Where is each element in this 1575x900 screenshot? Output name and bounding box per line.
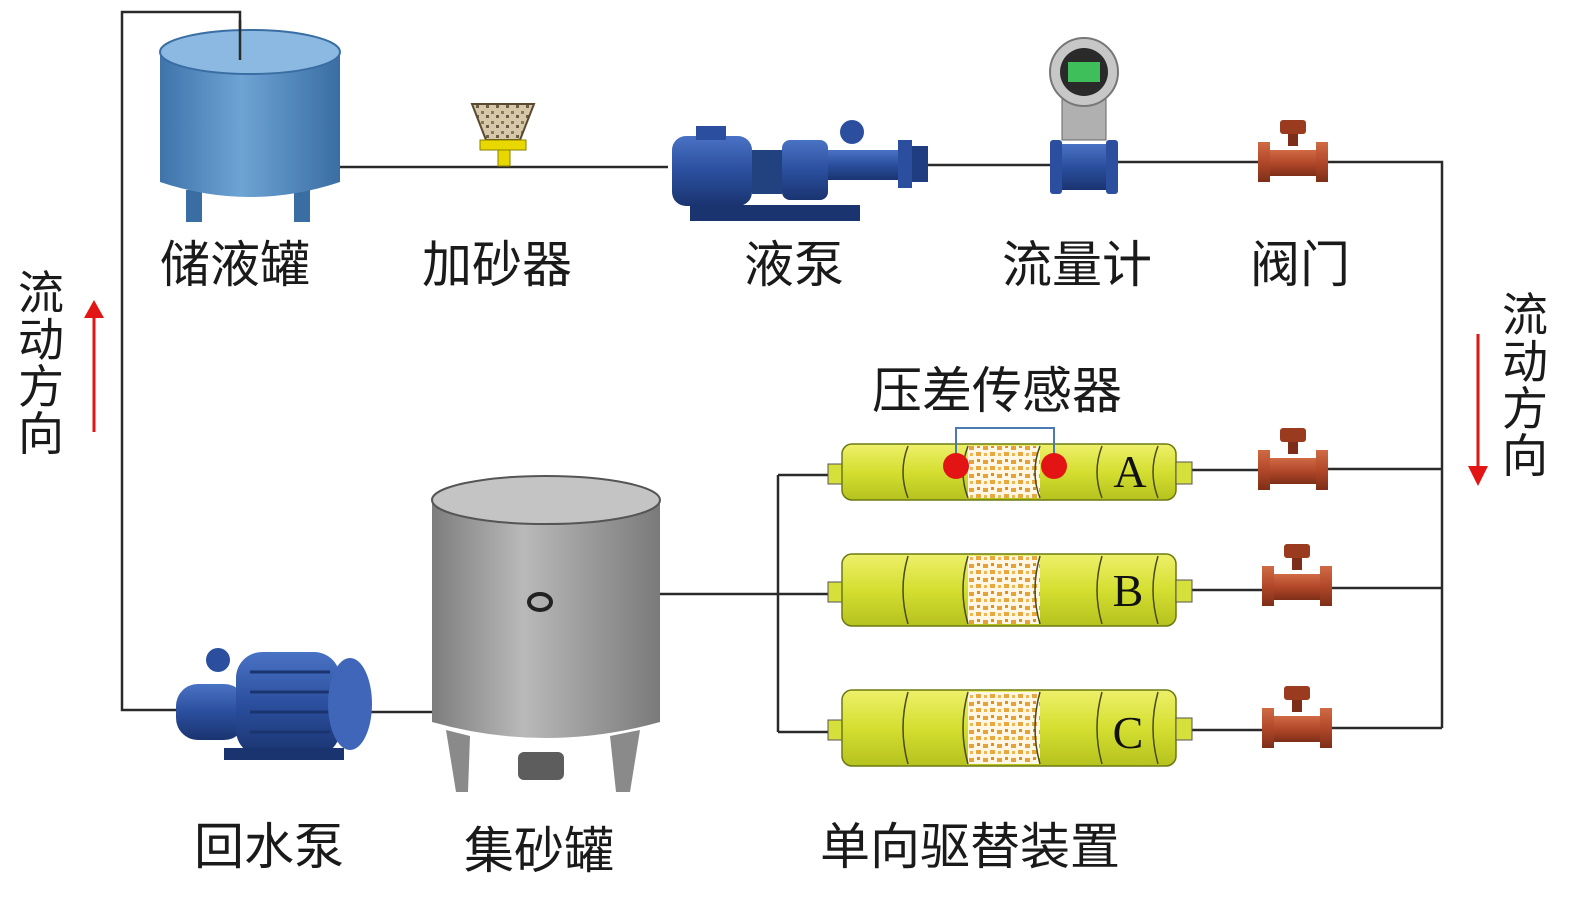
- label-storage-tank: 储液罐: [160, 236, 310, 294]
- label-sand-adder: 加砂器: [422, 236, 572, 294]
- valve-icon: [1258, 120, 1332, 748]
- label-sand-collector: 集砂罐: [464, 822, 614, 880]
- label-flow-direction-right: 流动方向: [1502, 288, 1548, 483]
- label-flow-meter: 流量计: [1002, 236, 1152, 294]
- label-return-pump: 回水泵: [194, 818, 344, 876]
- label-valve: 阀门: [1250, 236, 1350, 294]
- return-pump-icon: [176, 648, 372, 760]
- core-label-a: A: [1113, 446, 1146, 497]
- collector-tank-icon: [431, 475, 661, 792]
- core-label-c: C: [1113, 707, 1144, 758]
- label-displacement-device: 单向驱替装置: [820, 818, 1120, 876]
- flow-meter-icon: [1049, 37, 1119, 194]
- liquid-pump-icon: [672, 120, 928, 221]
- label-flow-direction-left: 流动方向: [18, 266, 64, 461]
- arrow-icon: [84, 300, 1488, 486]
- label-liquid-pump: 液泵: [744, 236, 844, 294]
- core-label-b: B: [1113, 565, 1144, 616]
- sensor-dot-icon: [943, 427, 1067, 479]
- core-holder-icon: [827, 443, 1193, 767]
- storage-tank-icon: [159, 20, 341, 222]
- label-pressure-sensor: 压差传感器: [872, 362, 1122, 420]
- sand-adder-icon: [470, 103, 536, 167]
